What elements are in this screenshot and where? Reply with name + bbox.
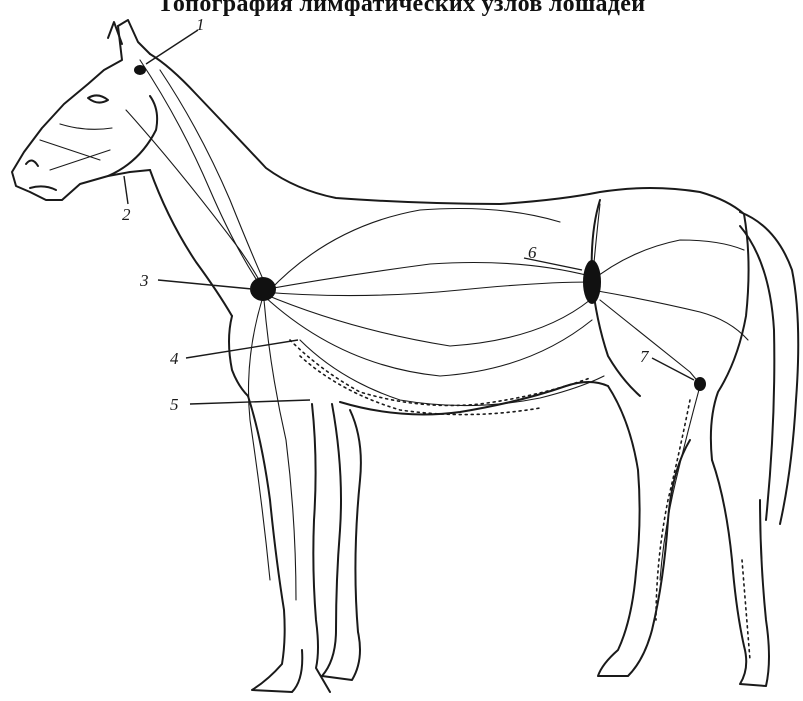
lymph-node-6 bbox=[583, 260, 601, 304]
horse-jaw bbox=[108, 96, 157, 176]
horse-chest bbox=[229, 316, 248, 396]
lymph-node-1 bbox=[134, 65, 146, 75]
horse-mouth bbox=[30, 186, 56, 190]
horse-front-leg-near-back bbox=[312, 404, 330, 692]
horse-front-leg-far bbox=[322, 404, 361, 680]
callout-line-4 bbox=[186, 340, 298, 358]
callout-label-5: 5 bbox=[170, 395, 179, 414]
callout-label-3: 3 bbox=[139, 271, 149, 290]
callout-line-7 bbox=[652, 358, 694, 380]
horse-hind-leg-far bbox=[598, 386, 690, 676]
lymph-node-3 bbox=[250, 277, 276, 301]
lymph-vessel-network bbox=[40, 60, 748, 600]
callout-line-1 bbox=[146, 30, 198, 64]
callout-label-4: 4 bbox=[170, 349, 179, 368]
horse-mane-back-line bbox=[150, 54, 744, 214]
lymph-node-7 bbox=[694, 377, 706, 391]
callout-label-6: 6 bbox=[528, 243, 537, 262]
horse-hind-thigh bbox=[711, 214, 749, 460]
horse-neck-front bbox=[150, 170, 232, 316]
horse-belly bbox=[340, 382, 608, 414]
callout-line-2 bbox=[124, 176, 128, 204]
horse-front-leg-near bbox=[248, 396, 302, 692]
horse-nostril bbox=[26, 160, 38, 166]
horse-eye bbox=[88, 95, 108, 102]
callout-line-3 bbox=[158, 280, 252, 289]
callout-label-1: 1 bbox=[196, 15, 205, 34]
horse-hind-leg-near bbox=[712, 460, 769, 686]
horse-ear bbox=[118, 20, 150, 54]
callout-label-2: 2 bbox=[122, 205, 131, 224]
callout-label-7: 7 bbox=[640, 347, 650, 366]
